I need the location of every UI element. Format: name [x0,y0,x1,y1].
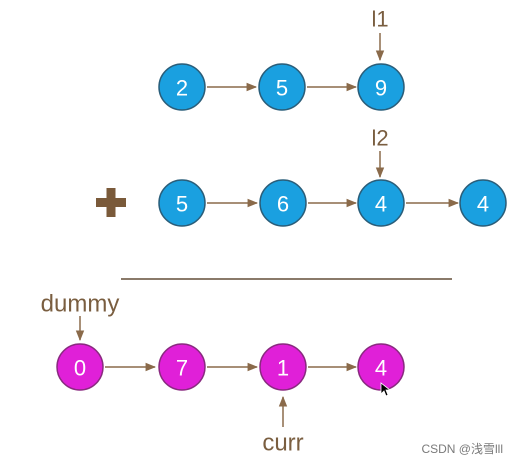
curr-label: curr [262,430,303,457]
plus-icon [96,188,126,217]
dummy-label: dummy [41,291,120,318]
l2-node-0-value: 5 [176,192,188,217]
l2-node-0: 5 [158,179,206,227]
l2-node-1: 6 [259,179,307,227]
result-node-2-value: 1 [277,356,289,381]
result-node-1: 7 [158,343,206,391]
result-node-0-value: 0 [74,356,86,381]
l1-node-2-value: 9 [375,76,387,101]
l1-node-0-value: 2 [176,76,188,101]
l1-node-2: 9 [357,63,405,111]
result-node-0: 0 [56,343,104,391]
l1-pointer-label: l1 [371,7,388,32]
list-l2: 5 6 4 4 l2 [158,126,507,227]
l1-node-1-value: 5 [276,76,288,101]
mouse-cursor-icon [380,382,392,397]
result-node-2: 1 [259,343,307,391]
l2-node-2: 4 [357,179,405,227]
l2-node-2-value: 4 [375,192,387,217]
l1-node-0: 2 [158,63,206,111]
result-node-1-value: 7 [176,356,188,381]
l2-node-3: 4 [459,179,507,227]
l2-pointer-label: l2 [371,126,388,151]
result-node-3-value: 4 [375,356,387,381]
l2-node-1-value: 6 [277,192,289,217]
list-l1: 2 5 9 l1 [158,7,405,111]
watermark: CSDN @浅雪lll [421,442,503,456]
result-node-3: 4 [357,343,405,391]
l1-node-1: 5 [258,63,306,111]
l2-node-3-value: 4 [477,192,489,217]
result-list: 0 7 1 4 dummy curr [41,291,405,457]
